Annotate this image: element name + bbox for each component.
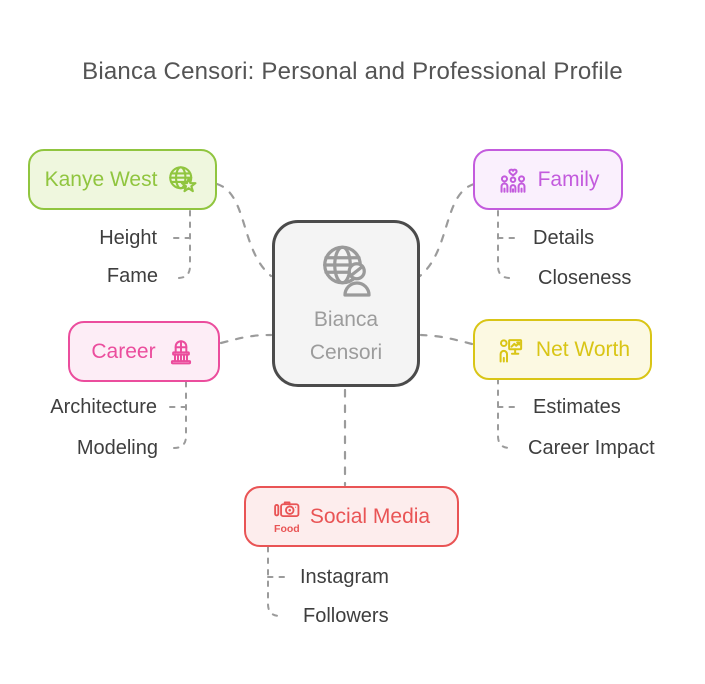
leaf-label-fame[interactable]: Fame bbox=[106, 265, 158, 287]
rail-family bbox=[497, 210, 517, 279]
rail-career bbox=[167, 381, 187, 449]
central-label-line1: Bianca bbox=[313, 307, 379, 331]
branch-node-net-worth[interactable]: Net Worth bbox=[473, 319, 652, 380]
leaf-label-closeness[interactable]: Closeness bbox=[538, 267, 632, 289]
connector-net-worth bbox=[419, 333, 474, 346]
food-camera-icon: Food bbox=[273, 499, 301, 535]
branch-label-career: Career bbox=[91, 339, 156, 363]
leaf-label-estimates[interactable]: Estimates bbox=[533, 396, 621, 418]
diagram-title: Bianca Censori: Personal and Professiona… bbox=[82, 58, 623, 85]
branch-node-social-media[interactable]: Food Social Media bbox=[244, 486, 459, 547]
leaf-label-details[interactable]: Details bbox=[533, 227, 595, 249]
chart-presenter-icon bbox=[495, 334, 527, 366]
leaf-label-architecture[interactable]: Architecture bbox=[50, 396, 157, 418]
branch-label-kanye-west: Kanye West bbox=[44, 167, 158, 191]
globe-person-icon bbox=[316, 241, 376, 301]
branch-label-social-media: Social Media bbox=[309, 504, 431, 528]
rail-kanye-west bbox=[171, 210, 191, 279]
branch-label-family: Family bbox=[537, 167, 600, 191]
leaf-label-modeling[interactable]: Modeling bbox=[76, 437, 158, 459]
leaf-label-instagram[interactable]: Instagram bbox=[300, 566, 389, 588]
leaf-label-height[interactable]: Height bbox=[99, 227, 157, 249]
central-label-line2: Censori bbox=[309, 340, 383, 364]
rail-net-worth bbox=[497, 378, 517, 449]
branch-label-net-worth: Net Worth bbox=[535, 337, 631, 361]
globe-star-icon bbox=[166, 163, 200, 197]
rail-social-media bbox=[267, 546, 289, 617]
central-node[interactable]: Bianca Censori bbox=[272, 220, 420, 387]
balcony-icon bbox=[165, 336, 197, 368]
food-caption: Food bbox=[274, 522, 300, 535]
connector-career bbox=[219, 333, 273, 345]
connector-kanye-west bbox=[215, 182, 273, 278]
leaf-label-career-impact[interactable]: Career Impact bbox=[528, 437, 655, 459]
branch-node-kanye-west[interactable]: Kanye West bbox=[28, 149, 217, 210]
branch-node-career[interactable]: Career bbox=[68, 321, 220, 382]
connector-family bbox=[418, 182, 476, 278]
leaf-label-followers[interactable]: Followers bbox=[303, 605, 389, 627]
family-icon bbox=[497, 164, 529, 196]
branch-node-family[interactable]: Family bbox=[473, 149, 623, 210]
